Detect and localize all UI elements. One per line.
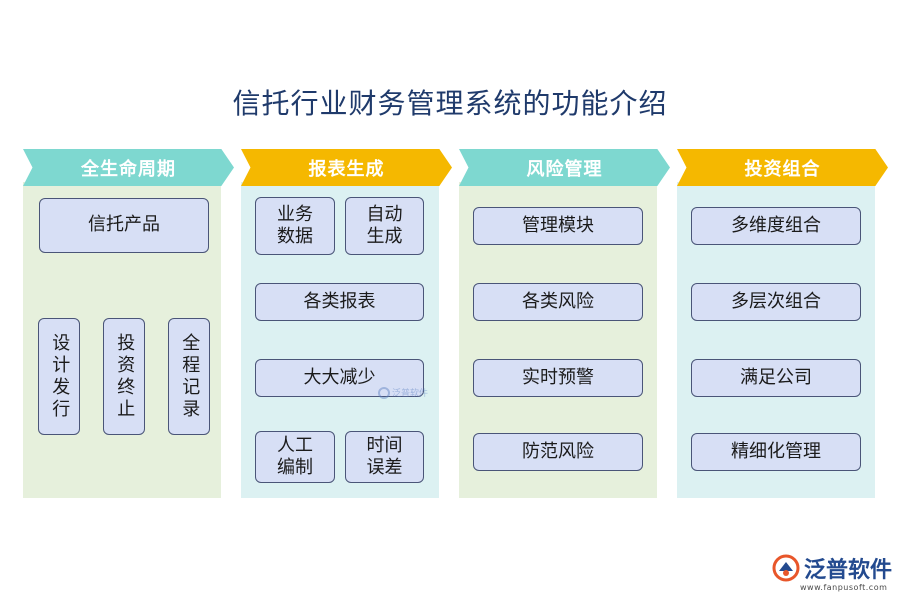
diagram-title: 信托行业财务管理系统的功能介绍 (232, 87, 668, 120)
fanpu-watermark-icon (378, 386, 390, 399)
node-satisfy-company: 满足公司 (691, 359, 861, 397)
node-management-module: 管理模块 (473, 207, 643, 245)
header-risk: 风险管理 (459, 149, 670, 186)
watermark: 泛普软件 (378, 386, 428, 399)
node-manual-compile: 人工 编制 (255, 431, 335, 483)
node-invest-terminate: 投资终止 (103, 318, 145, 435)
header-investment: 投资组合 (677, 149, 888, 186)
node-multi-dimension: 多维度组合 (691, 207, 861, 245)
brand-logo: 泛普软件 (772, 552, 892, 584)
brand-url: www.fanpusoft.com (800, 583, 888, 592)
header-lifecycle: 全生命周期 (23, 149, 234, 186)
fanpu-logo-icon (772, 554, 800, 582)
node-various-risks: 各类风险 (473, 283, 643, 321)
node-auto-generate: 自动 生成 (345, 197, 424, 255)
node-time-error: 时间 误差 (345, 431, 424, 483)
node-business-data: 业务 数据 (255, 197, 335, 255)
node-refined-management: 精细化管理 (691, 433, 861, 471)
node-greatly-reduce: 大大减少 (255, 359, 424, 397)
node-realtime-warning: 实时预警 (473, 359, 643, 397)
node-trust-product: 信托产品 (39, 198, 209, 253)
node-full-record: 全程记录 (168, 318, 210, 435)
node-prevent-risk: 防范风险 (473, 433, 643, 471)
node-multi-level: 多层次组合 (691, 283, 861, 321)
header-reports: 报表生成 (241, 149, 452, 186)
node-various-reports: 各类报表 (255, 283, 424, 321)
node-design-issue: 设计发行 (38, 318, 80, 435)
